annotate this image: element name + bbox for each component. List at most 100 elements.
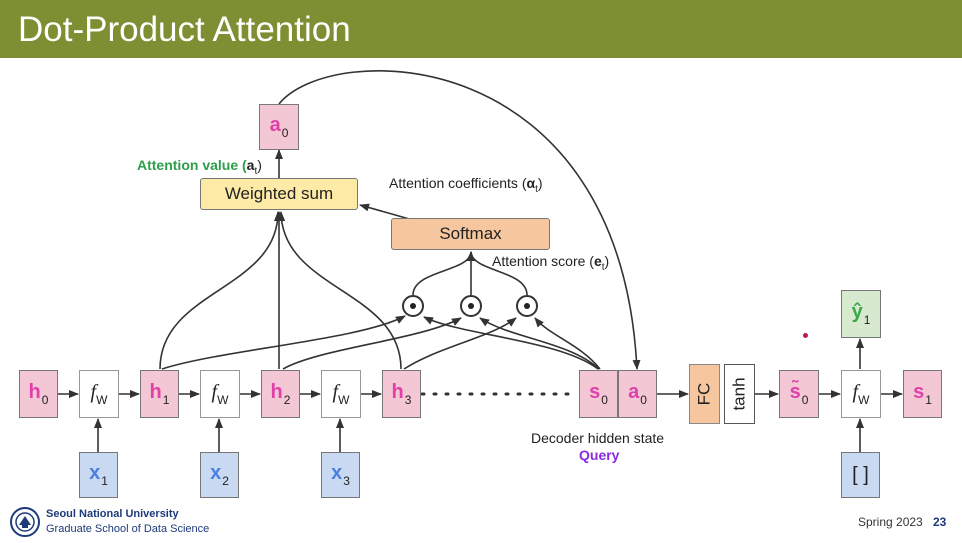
attention-a0-symbol: a bbox=[269, 114, 281, 136]
f2-subscript: W bbox=[217, 393, 229, 407]
attention-value-text: Attention value ( bbox=[137, 157, 247, 173]
attention-value-paren: ) bbox=[257, 157, 262, 173]
x1-subscript: 1 bbox=[101, 474, 108, 488]
x3-symbol: x bbox=[331, 462, 343, 484]
line-s0-dot1 bbox=[423, 316, 599, 370]
hidden-state-h0: h0 bbox=[19, 370, 58, 418]
footer-term: Spring 2023 bbox=[858, 515, 923, 529]
hidden-state-h3: h3 bbox=[382, 370, 421, 418]
decoder-state-s-tilde-0: s̃0 bbox=[779, 370, 819, 418]
weighted-sum-label: Weighted sum bbox=[224, 184, 334, 203]
footer-school: Graduate School of Data Science bbox=[46, 523, 210, 535]
university-logo-icon bbox=[10, 507, 40, 537]
decoder-f-label: f bbox=[852, 381, 859, 403]
recurrent-cell-f3: fW bbox=[321, 370, 361, 418]
s0-symbol: s bbox=[589, 381, 601, 403]
x2-subscript: 2 bbox=[222, 474, 229, 488]
y-hat-symbol: ŷ bbox=[851, 301, 863, 323]
decoder-cell-f: fW bbox=[841, 370, 881, 418]
f1-subscript: W bbox=[96, 393, 108, 407]
curve-attention-output-a0 bbox=[278, 70, 641, 370]
f3-subscript: W bbox=[338, 393, 350, 407]
attention-coefficients-symbol: α bbox=[526, 175, 536, 191]
line-h3-dot3 bbox=[403, 317, 517, 370]
s-tilde-symbol: s̃ bbox=[789, 381, 801, 403]
x1-symbol: x bbox=[89, 462, 101, 484]
decoder-state-s0: s0 bbox=[579, 370, 618, 418]
recurrent-cell-f1: fW bbox=[79, 370, 119, 418]
decoder-a0-symbol: a bbox=[628, 381, 640, 403]
slide-title: Dot-Product Attention bbox=[18, 10, 351, 49]
curve-h3-weighted-sum bbox=[277, 211, 402, 370]
decoder-state-s1: s1 bbox=[903, 370, 942, 418]
h3-subscript: 3 bbox=[404, 393, 412, 407]
fc-label: FC bbox=[694, 382, 714, 406]
hidden-state-h1: h1 bbox=[140, 370, 179, 418]
s0-subscript: 0 bbox=[601, 393, 608, 407]
f3-label: f bbox=[332, 381, 339, 403]
line-h1-dot1 bbox=[161, 315, 406, 370]
attention-score-paren: ) bbox=[604, 253, 610, 269]
footer-page-number: 23 bbox=[933, 515, 947, 529]
dot-product-icon-2 bbox=[460, 295, 482, 317]
line-h2-dot2 bbox=[282, 317, 462, 370]
curve-dot1-softmax bbox=[412, 251, 475, 296]
attention-coefficients-subscript: t bbox=[535, 184, 538, 195]
recurrent-cell-f2: fW bbox=[200, 370, 240, 418]
h0-subscript: 0 bbox=[41, 393, 49, 407]
output-y-hat-1: ŷ1 bbox=[841, 290, 881, 338]
input-x1: x1 bbox=[79, 452, 118, 498]
f1-label: f bbox=[90, 381, 97, 403]
input-x2: x2 bbox=[200, 452, 239, 498]
x2-symbol: x bbox=[210, 462, 222, 484]
h3-symbol: h bbox=[391, 381, 404, 403]
attention-score-symbol: e bbox=[593, 253, 602, 269]
x3-subscript: 3 bbox=[343, 474, 350, 488]
tanh-label: tanh bbox=[729, 377, 749, 411]
decoder-hidden-state-label: Decoder hidden state bbox=[531, 430, 665, 446]
s1-symbol: s bbox=[913, 381, 925, 403]
attention-a0-subscript: 0 bbox=[281, 126, 289, 140]
query-label: Query bbox=[579, 447, 620, 463]
softmax-box: Softmax bbox=[391, 218, 550, 250]
hidden-state-h2: h2 bbox=[261, 370, 300, 418]
s-tilde-subscript: 0 bbox=[801, 393, 809, 407]
h1-symbol: h bbox=[149, 381, 162, 403]
weighted-sum-box: Weighted sum bbox=[200, 178, 358, 210]
dot-product-icon-3 bbox=[516, 295, 538, 317]
y-hat-subscript: 1 bbox=[863, 313, 871, 327]
attention-coefficients-text: Attention coefficients ( bbox=[389, 175, 527, 191]
title-bar: Dot-Product Attention bbox=[0, 0, 962, 58]
attention-coefficients-label: Attention coefficients (αt) bbox=[389, 175, 543, 195]
attention-value-symbol: a bbox=[246, 157, 255, 173]
dot-product-icon-1 bbox=[402, 295, 424, 317]
attention-output-a0: a0 bbox=[259, 104, 299, 150]
softmax-label: Softmax bbox=[439, 224, 502, 243]
curve-h1-weighted-sum bbox=[159, 211, 282, 370]
tanh-layer: tanh bbox=[724, 364, 755, 424]
attention-score-label: Attention score (et) bbox=[492, 253, 609, 273]
h1-subscript: 1 bbox=[162, 393, 170, 407]
laser-pointer-dot bbox=[803, 333, 808, 338]
s1-subscript: 1 bbox=[925, 393, 932, 407]
h2-symbol: h bbox=[270, 381, 283, 403]
h2-subscript: 2 bbox=[283, 393, 291, 407]
fc-layer: FC bbox=[689, 364, 720, 424]
input-x3: x3 bbox=[321, 452, 360, 498]
decoder-context-a0: a0 bbox=[618, 370, 657, 418]
decoder-input-label: [ ] bbox=[852, 463, 869, 486]
attention-value-subscript: t bbox=[254, 166, 258, 177]
diagram-connections bbox=[58, 70, 903, 452]
f2-label: f bbox=[211, 381, 218, 403]
decoder-input-box: [ ] bbox=[841, 452, 880, 498]
decoder-a0-subscript: 0 bbox=[640, 393, 647, 407]
attention-value-label: Attention value (at) bbox=[137, 157, 262, 177]
h0-symbol: h bbox=[28, 381, 41, 403]
attention-score-text: Attention score ( bbox=[492, 253, 594, 269]
footer-university: Seoul National University bbox=[46, 508, 179, 520]
line-s0-dot3 bbox=[534, 317, 601, 370]
decoder-f-subscript: W bbox=[858, 393, 870, 407]
attention-score-subscript: t bbox=[601, 262, 605, 273]
attention-coefficients-paren: ) bbox=[537, 175, 543, 191]
curve-dot3-softmax bbox=[470, 251, 528, 296]
